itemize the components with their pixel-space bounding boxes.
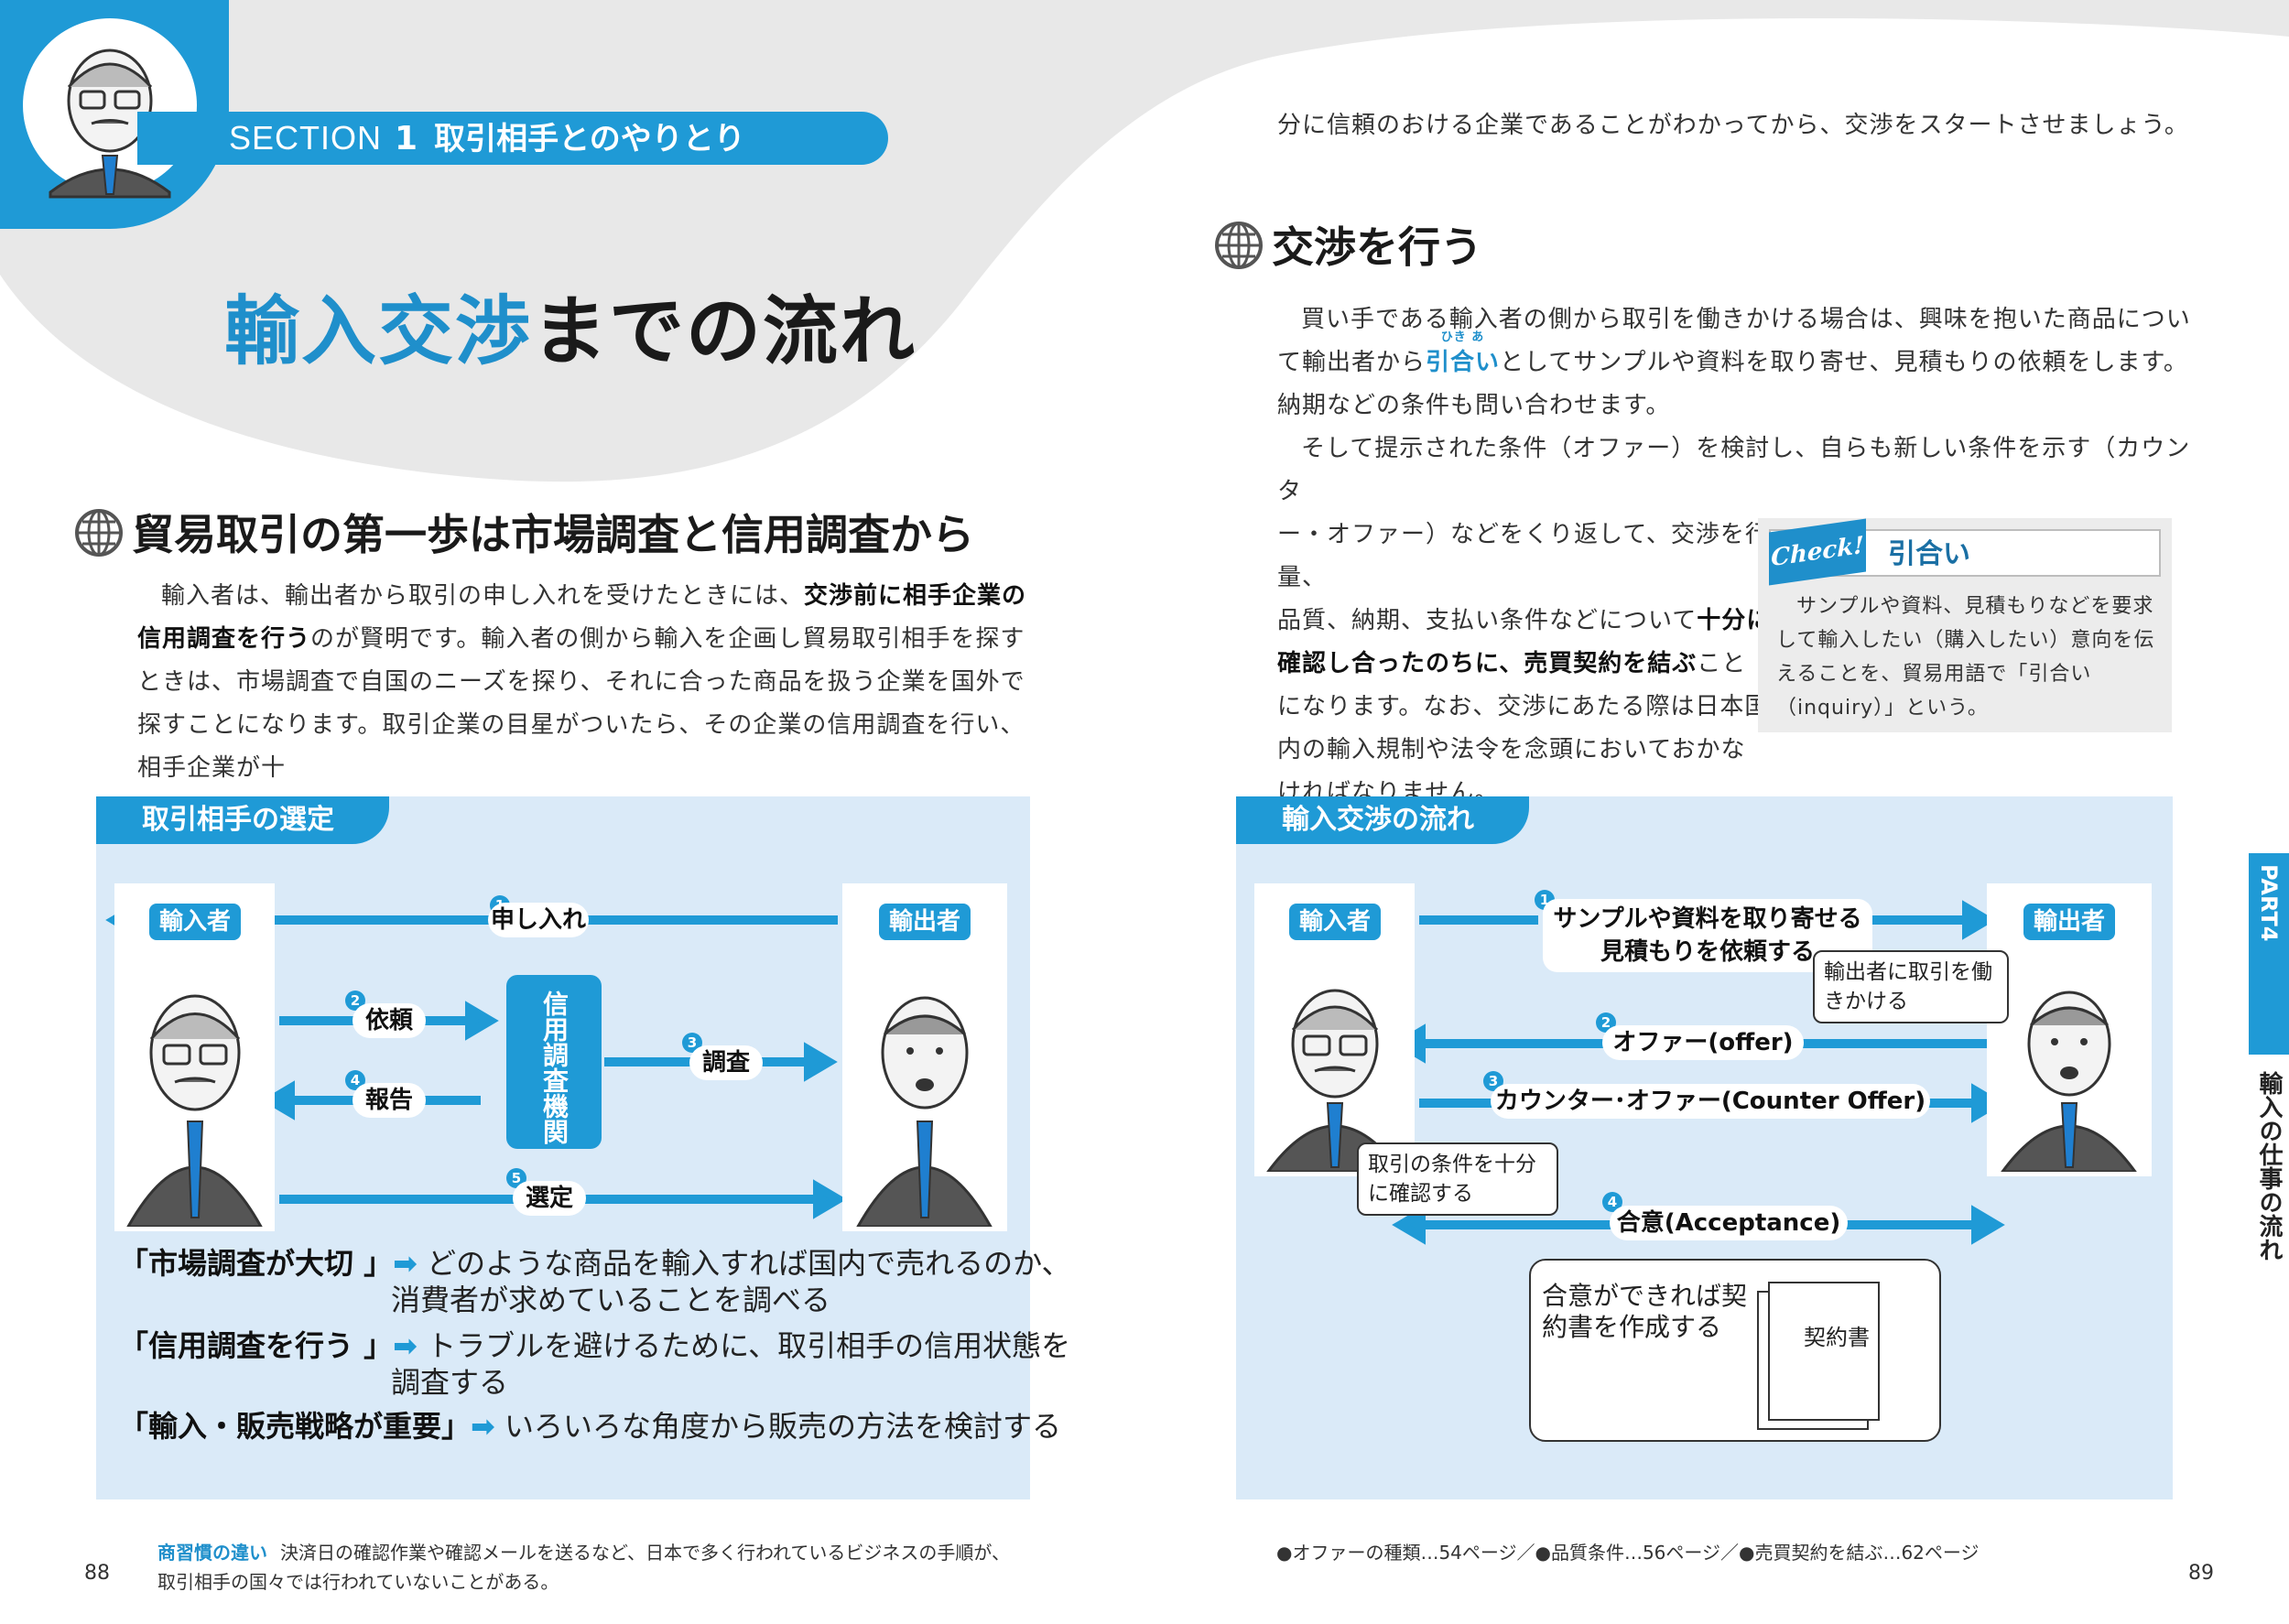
right-heading: 交渉を行う: [1213, 214, 1482, 275]
check-tag: Check!: [1769, 518, 1866, 586]
right-para-bold: 確認し合ったのちに、売買契約を結ぶ: [1277, 650, 1698, 677]
right-para-text: としてサンプルや資料を取り寄せ、見積もりの依頼をします。: [1500, 349, 2188, 376]
step-label-report: 報告: [353, 1083, 426, 1118]
legend-text: いろいろな角度から販売の方法を検討する: [504, 1409, 1062, 1444]
right-para-bold: 十分に: [1697, 607, 1772, 634]
section-word: SECTION: [229, 119, 383, 157]
legend-key: 「信用調査を行う 」: [119, 1328, 394, 1363]
step-label-investigate: 調査: [689, 1045, 763, 1080]
right-para-text: て輸出者から: [1277, 349, 1427, 376]
header-avatar-circle: [0, 0, 229, 229]
check-box: Check! 引合い サンプルや資料、見積もりなどを要求して輸入したい（購入した…: [1758, 518, 2172, 732]
right-heading-text: 交渉を行う: [1272, 222, 1482, 272]
section-title: 取引相手とのやりとり: [434, 121, 745, 157]
step-label-offer: 申し入れ: [488, 903, 589, 937]
step-label-select: 選定: [513, 1181, 586, 1216]
left-footnote: 商習慣の違い決済日の確認作業や確認メールを送るなど、日本で多く行われているビジネ…: [157, 1538, 1010, 1564]
right-para-text: こと: [1697, 650, 1747, 677]
term-inquiry-text: 引合い: [1426, 349, 1501, 376]
legend-text: どのような商品を輸入すれば国内で売れるのか、: [427, 1246, 1071, 1281]
exporter-illustration: [2001, 991, 2137, 1172]
step-label-line: 見積もりを依頼する: [1600, 938, 1815, 966]
partner-selection-panel: 取引相手の選定 輸入者 輸出者: [96, 796, 1071, 1499]
arrow-right-icon: ➡: [393, 1328, 418, 1363]
importer-illustration: [1266, 989, 1403, 1172]
step-label-request-samples: サンプルや資料を取り寄せる 見積もりを依頼する: [1543, 899, 1872, 972]
contract-note-box: 合意ができれば契約書を作成する 契約書: [1529, 1259, 1941, 1442]
exporter-box: 輸出者: [842, 883, 1007, 1231]
footnote-label: 商習慣の違い: [157, 1542, 267, 1564]
legend-row: 「市場調査が大切 」➡ どのような商品を輸入すれば国内で売れるのか、: [119, 1245, 1071, 1282]
importer-box: 輸入者: [114, 883, 275, 1231]
arrow-right-icon: ➡: [471, 1409, 495, 1444]
left-heading: 貿易取引の第一歩は市場調査と信用調査から: [73, 502, 974, 562]
exporter-tag: 輸出者: [879, 904, 971, 940]
page-title: 輸入交渉までの流れ: [224, 270, 917, 379]
section-number: 1: [395, 120, 418, 157]
exporter-box: 輸出者: [1987, 883, 2152, 1176]
footnote-line1: 決済日の確認作業や確認メールを送るなど、日本で多く行われているビジネスの手順が、: [280, 1542, 1010, 1564]
legend-row-cont: 消費者が求めていることを調べる: [391, 1283, 831, 1317]
negotiation-flow-panel: 輸入交渉の流れ 輸入者 輸出者 1: [1236, 796, 2173, 1499]
legend-text: トラブルを避けるために、取引相手の信用状態を: [427, 1328, 1071, 1363]
importer-box: 輸入者: [1254, 883, 1415, 1176]
step-label-request: 依頼: [353, 1003, 426, 1038]
exporter-tag: 輸出者: [2023, 904, 2115, 940]
step-label-line: サンプルや資料を取り寄せる: [1553, 905, 1862, 933]
left-para-bold: 交渉前に相手企業の信用調査を行う: [137, 582, 1027, 653]
callout-approach-exporter: 輸出者に取引を働きかける: [1813, 950, 2009, 1023]
section-header: SECTION 1 取引相手とのやりとり: [137, 112, 888, 165]
page-number-right: 89: [2188, 1562, 2214, 1585]
legend-row: 「信用調査を行う 」➡ トラブルを避けるために、取引相手の信用状態を: [119, 1327, 1070, 1364]
legend-row-cont: 調査する: [391, 1365, 509, 1400]
part-tab-label: PART4: [2256, 864, 2282, 942]
right-para-line: 納期などの条件も問い合わせます。: [1277, 392, 1671, 419]
callout-confirm-conditions: 取引の条件を十分に確認する: [1357, 1142, 1558, 1216]
check-text: サンプルや資料、見積もりなどを要求して輸入したい（購入したい）意向を伝えることを…: [1776, 595, 2155, 720]
right-para-line: になります。なお、交渉にあたる際は日本国: [1277, 693, 1770, 720]
panel-title: 取引相手の選定: [96, 796, 389, 844]
arrow-right-icon: ➡: [393, 1246, 418, 1281]
left-footnote-line2: 取引相手の国々では行われていないことがある。: [157, 1571, 559, 1593]
panel-title: 輸入交渉の流れ: [1236, 796, 1529, 844]
legend-key: 「市場調査が大切 」: [119, 1246, 394, 1281]
right-footnote: ●オファーの種類…54ページ／●品質条件…56ページ／●売買契約を結ぶ…62ペー…: [1276, 1542, 1980, 1564]
page-title-highlight: 輸入交渉: [224, 288, 533, 375]
importer-tag: 輸入者: [1289, 904, 1381, 940]
right-para-line: 内の輸入規制や法令を念頭においておかな: [1277, 736, 1746, 763]
importer-tag: 輸入者: [149, 904, 241, 940]
right-para-line: そして提示された条件（オファー）を検討し、自らも新しい条件を示す（カウンタ: [1277, 435, 2191, 505]
term-inquiry-ruby: ひき あ: [1440, 330, 1485, 344]
part-side-title: 輸入の仕事の流れ: [2255, 1071, 2283, 1261]
credit-agency-box: 信用調査機関: [506, 975, 602, 1149]
right-para-line: 買い手である輸入者の側から取引を働きかける場合は、興味を抱いた商品につい: [1301, 306, 2191, 333]
right-body: 買い手である輸入者の側から取引を働きかける場合は、興味を抱いた商品につい て輸出…: [1277, 298, 2193, 815]
step-label-acceptance: 合意(Acceptance): [1610, 1206, 1848, 1240]
term-inquiry: 引合いひき あ: [1426, 330, 1501, 384]
check-title: 引合い: [1888, 538, 1970, 570]
legend-row: 「輸入・販売戦略が重要」➡ いろいろな角度から販売の方法を検討する: [119, 1408, 1061, 1445]
contract-note-text: 合意ができれば契約書を作成する: [1542, 1281, 1748, 1342]
legend-key: 「輸入・販売戦略が重要」: [119, 1409, 472, 1444]
right-top-line: 分に信頼のおける企業であることがわかってから、交渉をスタートさせましょう。: [1277, 112, 2189, 139]
step-label-counter-offer: カウンター･オファー(Counter Offer): [1491, 1084, 1930, 1119]
contract-document-icon: [1757, 1282, 1880, 1430]
left-para-tail: のが賢明です。輸入者の側から輸入を企画し貿易取引相手を探すときは、市場調査で自国…: [137, 625, 1025, 782]
left-heading-text: 貿易取引の第一歩は市場調査と信用調査から: [132, 510, 974, 559]
globe-icon: [75, 509, 123, 557]
left-body: 輸入者は、輸出者から取引の申し入れを受けたときには、交渉前に相手企業の信用調査を…: [137, 575, 1035, 790]
exporter-illustration: [856, 996, 993, 1227]
check-header: Check! 引合い: [1769, 518, 2161, 586]
page-number-left: 88: [84, 1562, 110, 1585]
page-title-rest: までの流れ: [532, 288, 917, 375]
part-side-tab: PART4: [2249, 853, 2289, 1055]
step-label-offer: オファー(offer): [1602, 1025, 1804, 1060]
right-para-text: 品質、納期、支払い条件などについて: [1277, 607, 1698, 634]
left-para-text: 輸入者は、輸出者から取引の申し入れを受けたときには、: [161, 582, 805, 610]
importer-illustration: [126, 994, 263, 1227]
step-number: 4: [1602, 1192, 1622, 1212]
globe-icon: [1215, 222, 1263, 269]
contract-document-label: 契約書: [1804, 1325, 1870, 1350]
